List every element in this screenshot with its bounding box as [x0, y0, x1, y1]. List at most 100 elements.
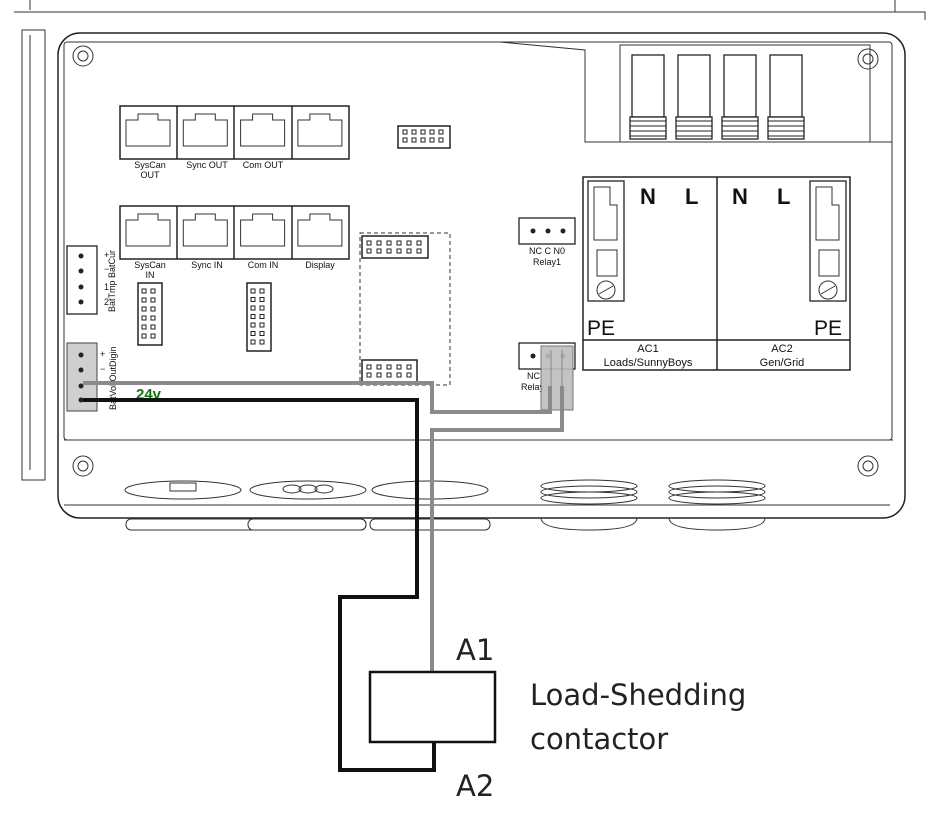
rj45-jack [125, 213, 171, 247]
header-pin [259, 297, 265, 302]
header-pin [406, 364, 412, 370]
ac-n2: N [732, 184, 748, 209]
header-pin [366, 240, 372, 246]
ac1-title: AC1 [637, 343, 658, 355]
contactor-a2: A2 [456, 769, 494, 803]
header-pin [250, 314, 256, 319]
breaker-base [767, 116, 805, 140]
wires [83, 381, 564, 772]
ac-terminal-block: N L N L PE PE AC1 Loads/SunnyBoys AC2 Ge… [582, 176, 851, 371]
ac-n1: N [640, 184, 656, 209]
header-pin [366, 248, 372, 254]
ac2-subtitle: Gen/Grid [760, 357, 805, 369]
header-pin [141, 288, 147, 294]
ac-l1: L [685, 184, 698, 209]
header-pin [250, 305, 256, 311]
breaker-handle [677, 54, 711, 118]
breaker-base [629, 116, 667, 140]
load-shedding-contactor: A1 A2 Load-Shedding contactor [368, 633, 746, 803]
header-pin [150, 288, 156, 294]
ac1-subtitle: Loads/SunnyBoys [604, 357, 693, 369]
header-pin [396, 240, 402, 246]
header-pin [376, 240, 382, 246]
bat-temp-pin-1: 1 [104, 282, 109, 292]
port-label-syscan-out-2: OUT [141, 170, 161, 180]
header-pin [250, 288, 256, 294]
header-pin [259, 339, 265, 345]
contactor-label-line2: contactor [530, 722, 668, 756]
enclosure [14, 0, 926, 519]
rj45-jack [182, 113, 228, 147]
header-pin [259, 331, 265, 336]
rj45-jack [125, 113, 171, 147]
header-pin [141, 315, 147, 321]
port-label-com-out: Com OUT [243, 160, 284, 170]
header-pin [386, 240, 392, 246]
rj45-jack [240, 113, 286, 147]
header-pin [396, 248, 402, 254]
header-pin [416, 240, 422, 246]
header-pin [259, 305, 265, 311]
header-pin [259, 288, 265, 294]
header-pin [438, 129, 444, 135]
ac-l2: L [777, 184, 790, 209]
bat-temp-pin-plus: + [104, 250, 109, 260]
rj45-jack [297, 113, 343, 147]
rj45-jack [182, 213, 228, 247]
aux-pin-minus: − [100, 364, 105, 374]
bat-temp-pin-minus: − [104, 264, 109, 274]
header-pin [376, 372, 382, 378]
rj45-ports-mid: SysCan IN Sync IN Com IN Display [119, 205, 350, 280]
header-pin [150, 324, 156, 330]
aux-out-label: BatVol OutDigin [108, 346, 118, 410]
header-pin [376, 248, 382, 254]
bat-temp-pin-2: 2 [104, 297, 109, 307]
relay2-pins: NC [527, 371, 540, 381]
port-label-sync-out: Sync OUT [186, 160, 228, 170]
gray-wire-to-a1 [430, 386, 564, 672]
header-pin [150, 297, 156, 303]
relay1-terminal: NC C N0 Relay1 [518, 217, 576, 267]
header-pin [259, 314, 265, 319]
header-pin [141, 297, 147, 303]
breaker-handle [631, 54, 665, 118]
header-pin [141, 306, 147, 312]
header-pin [376, 364, 382, 370]
ac-pe-right: PE [814, 317, 842, 340]
battery-sensor-terminal: + − 1 2 BatTmp BatCur [66, 245, 117, 315]
port-label-syscan-out-1: SysCan [134, 160, 166, 170]
header-pin [366, 372, 372, 378]
port-label-com-in: Com IN [248, 260, 279, 270]
header-pin [386, 364, 392, 370]
cable-glands [124, 479, 766, 531]
header-pin [420, 129, 426, 135]
port-label-display: Display [305, 260, 335, 270]
header-pin [429, 137, 435, 143]
pin-headers [137, 125, 451, 386]
contactor-label-line1: Load-Shedding [530, 678, 746, 712]
header-pin [402, 129, 408, 135]
contactor-a1: A1 [456, 633, 494, 667]
header-pin [406, 248, 412, 254]
header-pin [438, 137, 444, 143]
header-pin [406, 372, 412, 378]
relay2-name: Relay [521, 382, 545, 392]
header-pin [396, 364, 402, 370]
relay1-pins: NC C N0 [529, 246, 565, 256]
header-pin [429, 129, 435, 135]
header-pin [411, 137, 417, 143]
black-wire [83, 398, 436, 772]
breaker-base [675, 116, 713, 140]
port-label-sync-in: Sync IN [191, 260, 223, 270]
header-pin [141, 324, 147, 330]
rj45-ports-top: SysCan OUT Sync OUT Com OUT [119, 105, 350, 180]
header-pin [250, 297, 256, 302]
header-pin [250, 339, 256, 345]
aux-pin-plus: + [100, 349, 105, 359]
rj45-jack [240, 213, 286, 247]
port-label-syscan-in-2: IN [146, 270, 155, 280]
header-pin [386, 248, 392, 254]
breaker-handle [769, 54, 803, 118]
header-pin [411, 129, 417, 135]
